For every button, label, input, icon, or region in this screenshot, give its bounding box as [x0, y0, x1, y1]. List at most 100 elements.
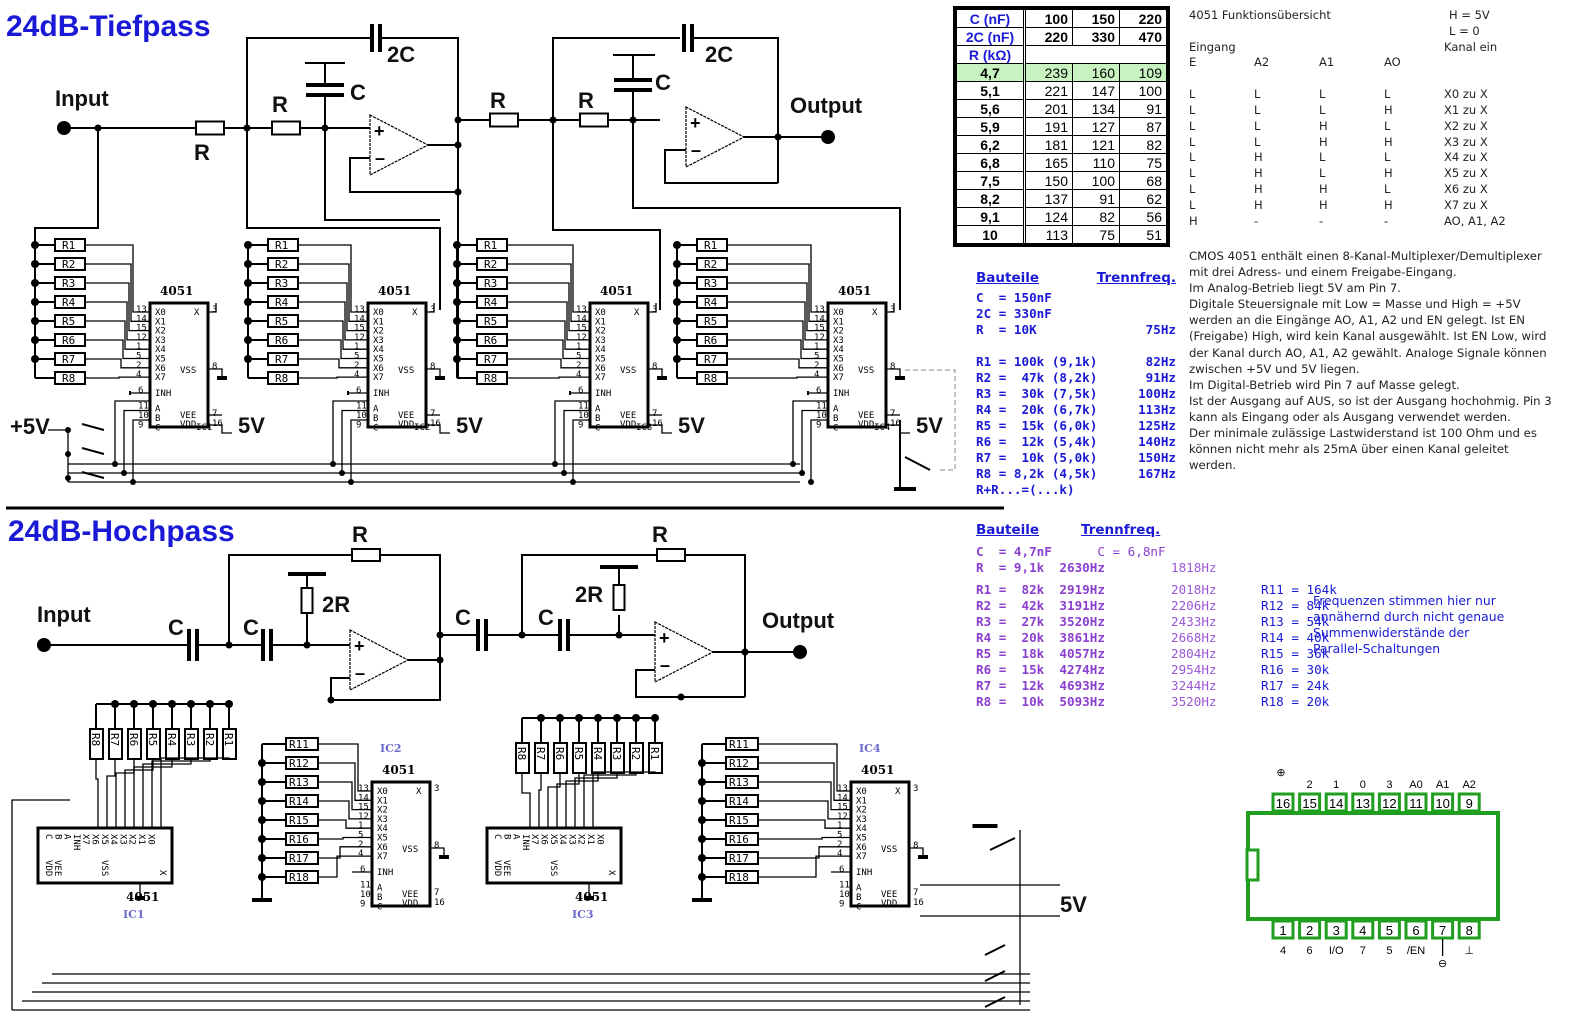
pin-name: X7 [529, 834, 539, 845]
pin-number: 4 [136, 370, 141, 380]
pin-name: A [511, 834, 521, 840]
pin-name: X1 [585, 834, 595, 845]
pin-function: 1 [1333, 779, 1339, 791]
capacitor-icon [476, 619, 488, 651]
wire [151, 759, 211, 828]
pin-name: X4 [155, 345, 166, 355]
pin-function: 2 [1307, 779, 1313, 791]
resistor-2r [612, 584, 626, 611]
pin-name: X0 [377, 787, 388, 797]
resistor-label: R4 [704, 296, 718, 309]
pin-name: X1 [595, 317, 606, 327]
junction-dot [65, 427, 71, 433]
pin-number: 3 [212, 305, 217, 315]
wire [298, 301, 368, 341]
wire [632, 120, 901, 310]
wire [648, 368, 663, 378]
pin-number: 4 [1359, 923, 1366, 938]
part-name: C = 150nF [976, 290, 1052, 305]
resistor-r [489, 112, 519, 128]
resistor-label: R7 [704, 353, 717, 366]
resistor-label: R7 [534, 747, 547, 760]
wire [318, 743, 372, 792]
wire [909, 847, 924, 857]
part-freq: 82Hz [1145, 354, 1176, 369]
logic-value: H [1189, 213, 1198, 228]
pin-number: 3 [1333, 923, 1340, 938]
part-alt-freq: 2018Hz [1171, 582, 1217, 597]
resistor-label: R18 [729, 871, 749, 884]
wire [758, 855, 851, 878]
logic-value: H [1384, 166, 1393, 181]
description-paragraph: Im Digital-Betrieb wird Pin 7 auf Masse … [1189, 377, 1460, 392]
resistor-label: R3 [610, 747, 623, 760]
pin-name: X6 [155, 364, 166, 374]
input-header: Eingang [1189, 39, 1236, 54]
description-paragraph: Ist der Ausgang auf AUS, so ist der Ausg… [1189, 393, 1552, 424]
capacitor-2c [370, 24, 382, 52]
hp-c-value: C = 4,7nF [976, 544, 1052, 559]
part-value: R2 = 42k 3191Hz [976, 598, 1105, 613]
resistor-label: R1 [222, 733, 235, 746]
pin-number: 3 [913, 784, 918, 794]
pin-name: VDD [402, 899, 418, 909]
pin-number: 7 [430, 409, 435, 419]
pin-box [1431, 919, 1455, 940]
pin-number: 12 [814, 333, 825, 343]
wire [246, 128, 441, 310]
freq-cell: 121 [1072, 135, 1120, 154]
wire [758, 846, 851, 859]
junction-dot [799, 470, 805, 476]
part-freq: 113Hz [1138, 402, 1176, 417]
pin-function: 5 [1386, 945, 1392, 957]
wire [507, 339, 590, 360]
freq-cell: 82 [1119, 135, 1169, 154]
pin-number: 11 [816, 402, 827, 412]
resistor-r [351, 548, 381, 562]
pin-number: 2 [814, 361, 819, 371]
wire [430, 847, 445, 857]
freq-cell: 181 [1024, 135, 1073, 154]
logic-value: L [1319, 150, 1326, 165]
pin-number: 8 [913, 841, 918, 851]
pin-number: 14 [354, 314, 365, 324]
pin-number: 5 [354, 352, 359, 362]
svg-text:+: + [374, 121, 385, 141]
ic-name: IC3 [636, 423, 652, 433]
pin-number: 10 [816, 411, 827, 421]
pin-name: VSS [180, 366, 196, 376]
c-label: C [538, 605, 554, 630]
resistor-label: R7 [275, 353, 288, 366]
switch-icon [984, 944, 1006, 956]
pin-number: 8 [430, 362, 435, 372]
r-label: R [652, 522, 668, 547]
pin-name: X4 [108, 834, 118, 845]
pin-name: X3 [117, 834, 127, 845]
part-alt-freq: 3244Hz [1171, 678, 1217, 693]
pin-box [1457, 792, 1481, 813]
pin-number: 7 [1439, 923, 1446, 938]
capacitor-icon [558, 619, 570, 651]
svg-text:+: + [659, 628, 670, 648]
pin-name: A [856, 884, 862, 894]
part-row: R8 = 8,2k (4,5k)167Hz [976, 466, 1176, 482]
pin-name: X3 [373, 336, 384, 346]
r-label: R [352, 522, 368, 547]
pin-number: 15 [358, 803, 369, 813]
wire [318, 800, 372, 820]
pin-number: 5 [1386, 923, 1393, 938]
pin-function: A2 [1462, 779, 1475, 791]
resistor-label: R6 [275, 334, 288, 347]
pin-name: X2 [576, 834, 586, 845]
pin-name: X4 [833, 345, 844, 355]
part-value: R4 = 20k 3861Hz [976, 630, 1105, 645]
pin-number: 1 [358, 821, 363, 831]
pin-name: X1 [856, 796, 867, 806]
part-name: R1 = 100k (9,1k) [976, 354, 1098, 369]
pin-number: 3 [434, 784, 439, 794]
